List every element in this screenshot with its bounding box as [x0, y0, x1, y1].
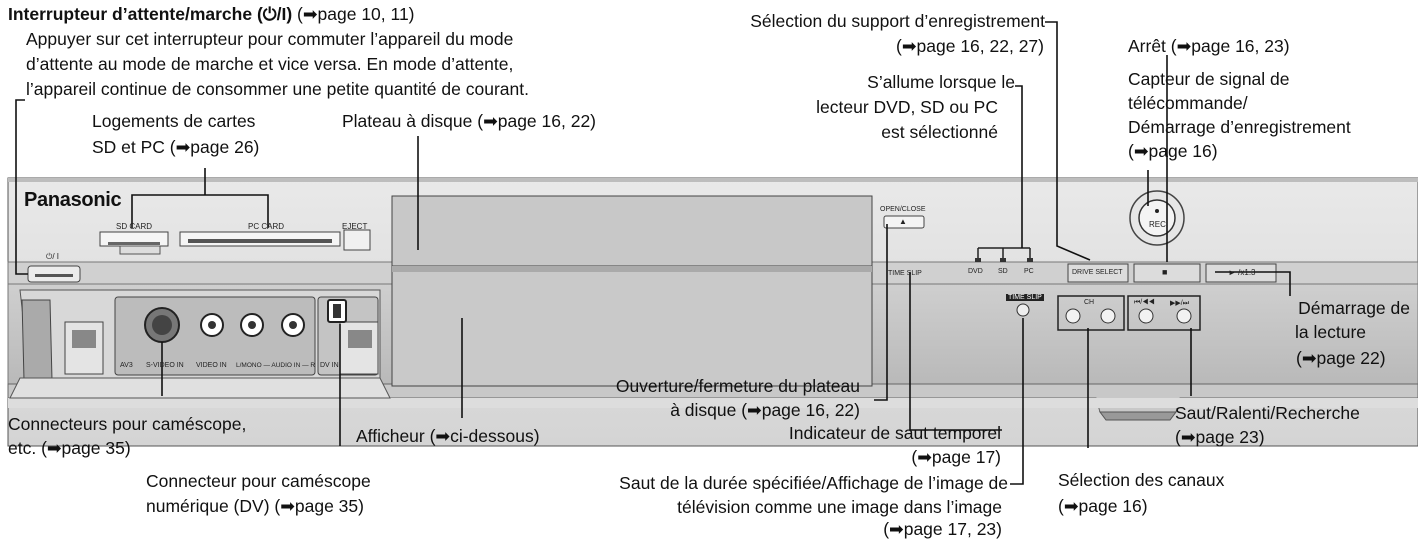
slots-label-1: Logements de cartes	[92, 111, 256, 131]
rec-button	[1138, 199, 1176, 237]
lights-label-3: est sélectionné	[881, 122, 998, 142]
play-label-1: Démarrage de	[1298, 298, 1410, 318]
drive-select-label-1: Sélection du support d’enregistrement	[750, 11, 1045, 31]
dv-in-label: DV IN	[320, 362, 339, 369]
drive-select-label-2: (➡page 16, 22, 27)	[896, 36, 1044, 56]
disc-tray	[391, 195, 873, 267]
time-slip-button-desc-2: télévision comme une image dans l’image	[677, 497, 1002, 517]
pc-led-label: PC	[1024, 268, 1034, 275]
time-slip-button-label: TIME SLIP	[1006, 294, 1044, 301]
standby-title: Interrupteur d’attente/marche (⏻/I)	[8, 4, 293, 24]
eject-label: EJECT	[342, 222, 368, 231]
display-label: Afficheur (➡ci-dessous)	[356, 426, 540, 446]
pc-card-label: PC CARD	[248, 222, 285, 231]
skip-back-symbol: ⏮/◀◀	[1134, 299, 1155, 306]
rec-label: REC	[1149, 220, 1166, 229]
brand-logo: Panasonic	[24, 189, 122, 211]
dv-label-2: numérique (DV) (➡page 35)	[146, 496, 364, 516]
skip-back-button	[1138, 308, 1154, 324]
camcorder-label-2: etc. (➡page 35)	[8, 438, 131, 458]
drive-select-label: DRIVE SELECT	[1072, 269, 1123, 276]
standby-desc-1: Appuyer sur cet interrupteur pour commut…	[26, 29, 514, 49]
standby-callout-title: Interrupteur d’attente/marche (⏻/I) (➡pa…	[8, 4, 415, 25]
skip-label-2: (➡page 23)	[1175, 427, 1265, 447]
play-label-3: (➡page 22)	[1296, 348, 1386, 368]
svideo-in-label: S-VIDEO IN	[146, 362, 184, 369]
lights-label-2: lecteur DVD, SD ou PC	[816, 97, 998, 117]
slots-label-2: SD et PC (➡page 26)	[92, 137, 260, 157]
sensor-label-3: Démarrage d’enregistrement	[1128, 117, 1351, 137]
channels-label-2: (➡page 16)	[1058, 496, 1148, 516]
channels-label-1: Sélection des canaux	[1058, 470, 1225, 490]
stop-label: Arrêt (➡page 16, 23)	[1128, 36, 1290, 56]
open-close-button	[883, 215, 925, 229]
skip-fwd-symbol: ▶▶/⏭	[1170, 300, 1190, 307]
open-close-label-2: à disque (➡page 16, 22)	[670, 400, 860, 420]
time-slip-button	[1016, 303, 1030, 317]
open-close-label: OPEN/CLOSE	[880, 206, 926, 213]
standby-desc-2: d’attente au mode de marche et vice vers…	[26, 54, 514, 74]
sensor-label-4: (➡page 16)	[1128, 141, 1218, 161]
time-slip-strip-label: TIME SLIP	[888, 270, 922, 277]
time-slip-indicator-1: Indicateur de saut temporel	[788, 423, 1001, 443]
standby-symbol-label: ⏻/ I	[46, 252, 59, 261]
stop-button	[1133, 263, 1201, 283]
play-button	[1205, 263, 1277, 283]
sensor-label-1: Capteur de signal de	[1128, 69, 1290, 89]
skip-fwd-button	[1176, 308, 1192, 324]
dvd-led-label: DVD	[968, 268, 983, 275]
camcorder-label-1: Connecteurs pour caméscope,	[8, 414, 247, 434]
av3-label: AV3	[120, 362, 133, 369]
drive-select-button	[1067, 263, 1129, 283]
standby-desc-3: l’appareil continue de consommer une pet…	[26, 79, 529, 99]
time-slip-button-desc-3: (➡page 17, 23)	[883, 519, 1002, 539]
sd-card-label: SD CARD	[116, 222, 153, 231]
sd-led-label: SD	[998, 268, 1008, 275]
tray-label: Plateau à disque (➡page 16, 22)	[342, 111, 597, 131]
display-window	[391, 265, 873, 387]
video-in-label: VIDEO IN	[196, 362, 227, 369]
audio-in-label: L/MONO — AUDIO IN — R	[236, 362, 316, 369]
stop-symbol: ■	[1162, 267, 1168, 277]
dv-label-1: Connecteur pour caméscope	[146, 471, 371, 491]
sensor-label-2: télécommande/	[1128, 93, 1248, 113]
lights-label-1: S’allume lorsque le	[867, 72, 1015, 92]
ch-down-button	[1065, 308, 1081, 324]
time-slip-indicator-2: (➡page 17)	[911, 447, 1001, 467]
play-symbol: ► /x1.3	[1228, 268, 1256, 277]
eject-symbol-label: ▲	[899, 217, 907, 226]
eject-button	[343, 229, 371, 251]
ch-label: CH	[1084, 299, 1095, 306]
standby-ref: (➡page 10, 11)	[292, 4, 415, 24]
ch-up-button	[1100, 308, 1116, 324]
play-label-2: la lecture	[1295, 322, 1367, 342]
time-slip-button-desc-1: Saut de la durée spécifiée/Affichage de …	[619, 473, 1008, 493]
skip-label-1: Saut/Ralenti/Recherche	[1175, 403, 1360, 423]
open-close-label-1: Ouverture/fermeture du plateau	[615, 376, 860, 396]
